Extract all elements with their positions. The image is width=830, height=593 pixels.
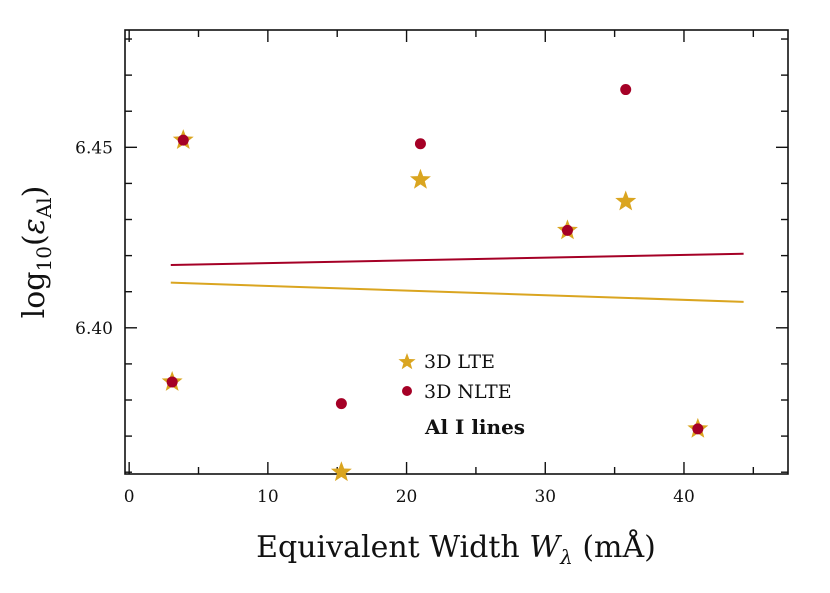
annotation-al-lines: Al I lines [424, 415, 525, 439]
nlte-circle-marker [335, 398, 347, 410]
legend-star-icon [398, 353, 416, 370]
lte-star-marker [330, 461, 352, 482]
y-axis-title: log10(εAl) [17, 186, 56, 319]
x-tick-label: 20 [396, 487, 418, 507]
legend: 3D LTE 3D NLTE [398, 351, 512, 403]
data-markers [161, 84, 709, 482]
x-tick-label: 0 [124, 487, 135, 507]
legend-circle-icon [402, 386, 412, 396]
nlte-circle-marker [692, 423, 704, 435]
x-tick-label: 30 [534, 487, 556, 507]
legend-lte-marker [398, 353, 416, 370]
legend-nlte-label: 3D NLTE [424, 381, 512, 403]
fit-line-lte [170, 281, 744, 303]
y-tick-label: 6.40 [75, 319, 113, 339]
legend-lte-label: 3D LTE [424, 351, 495, 373]
nlte-circle-marker [414, 138, 426, 150]
fit-line-nlte [170, 252, 744, 266]
x-axis-title: Equivalent Width Wλ (mÅ) [256, 529, 656, 569]
axis-ticks [125, 30, 788, 474]
nlte-circle-marker [620, 84, 632, 96]
y-tick-label: 6.45 [75, 138, 113, 158]
tick-labels: 0 10 20 30 40 6.40 6.45 [75, 138, 695, 507]
x-tick-label: 10 [257, 487, 279, 507]
lte-star-marker [615, 190, 637, 211]
fit-lines [170, 252, 744, 303]
legend-nlte-marker [402, 386, 412, 396]
nlte-circle-marker [561, 224, 573, 236]
plot-frame [124, 29, 789, 475]
lte-star-marker [409, 168, 431, 189]
nlte-circle-marker [166, 376, 178, 388]
nlte-circle-marker [177, 134, 189, 146]
x-tick-label: 40 [673, 487, 695, 507]
